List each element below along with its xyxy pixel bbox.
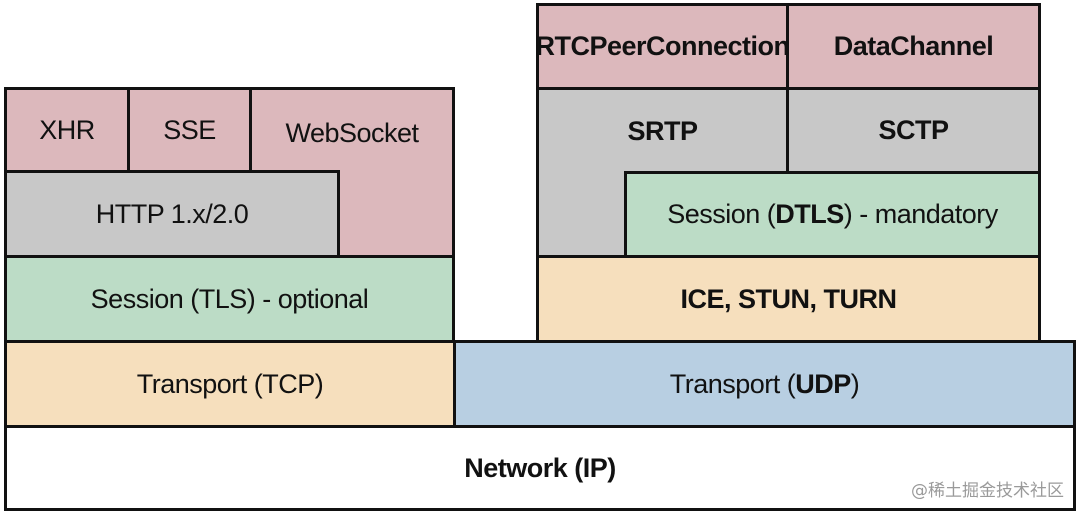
http-label: HTTP 1.x/2.0 bbox=[95, 198, 249, 229]
datachannel-label: DataChannel bbox=[833, 31, 994, 61]
ice-label: ICE, STUN, TURN bbox=[680, 283, 897, 314]
watermark: @稀土掘金技术社区 bbox=[911, 481, 1064, 501]
datachannel-block: DataChannel bbox=[786, 3, 1041, 90]
xhr-label: XHR bbox=[39, 114, 95, 145]
tls-block: Session (TLS) - optional bbox=[4, 255, 455, 343]
sse-block: SSE bbox=[127, 87, 252, 173]
http-block: HTTP 1.x/2.0 bbox=[4, 170, 340, 258]
tls-label: Session (TLS) - optional bbox=[90, 283, 369, 314]
rtcpeerconnection-block: RTCPeerConnection bbox=[535, 3, 790, 90]
xhr-block: XHR bbox=[4, 87, 130, 173]
udp-block: Transport (UDP) bbox=[453, 340, 1076, 428]
network-block: Network (IP) bbox=[4, 425, 1076, 511]
srtp-label: SRTP bbox=[627, 116, 698, 146]
dtls-label: Session (DTLS) - mandatory bbox=[667, 199, 998, 229]
websocket-label: WebSocket bbox=[285, 118, 419, 148]
sctp-label: SCTP bbox=[878, 115, 949, 145]
rtcpeerconnection-label: RTCPeerConnection bbox=[535, 31, 790, 61]
sctp-block: SCTP bbox=[786, 87, 1041, 174]
udp-label: Transport (UDP) bbox=[669, 368, 860, 399]
tcp-block: Transport (TCP) bbox=[4, 340, 456, 428]
network-label: Network (IP) bbox=[464, 452, 616, 483]
ice-block: ICE, STUN, TURN bbox=[536, 255, 1041, 343]
dtls-block: Session (DTLS) - mandatory bbox=[624, 171, 1041, 258]
tcp-label: Transport (TCP) bbox=[136, 368, 324, 399]
sse-label: SSE bbox=[163, 114, 216, 145]
